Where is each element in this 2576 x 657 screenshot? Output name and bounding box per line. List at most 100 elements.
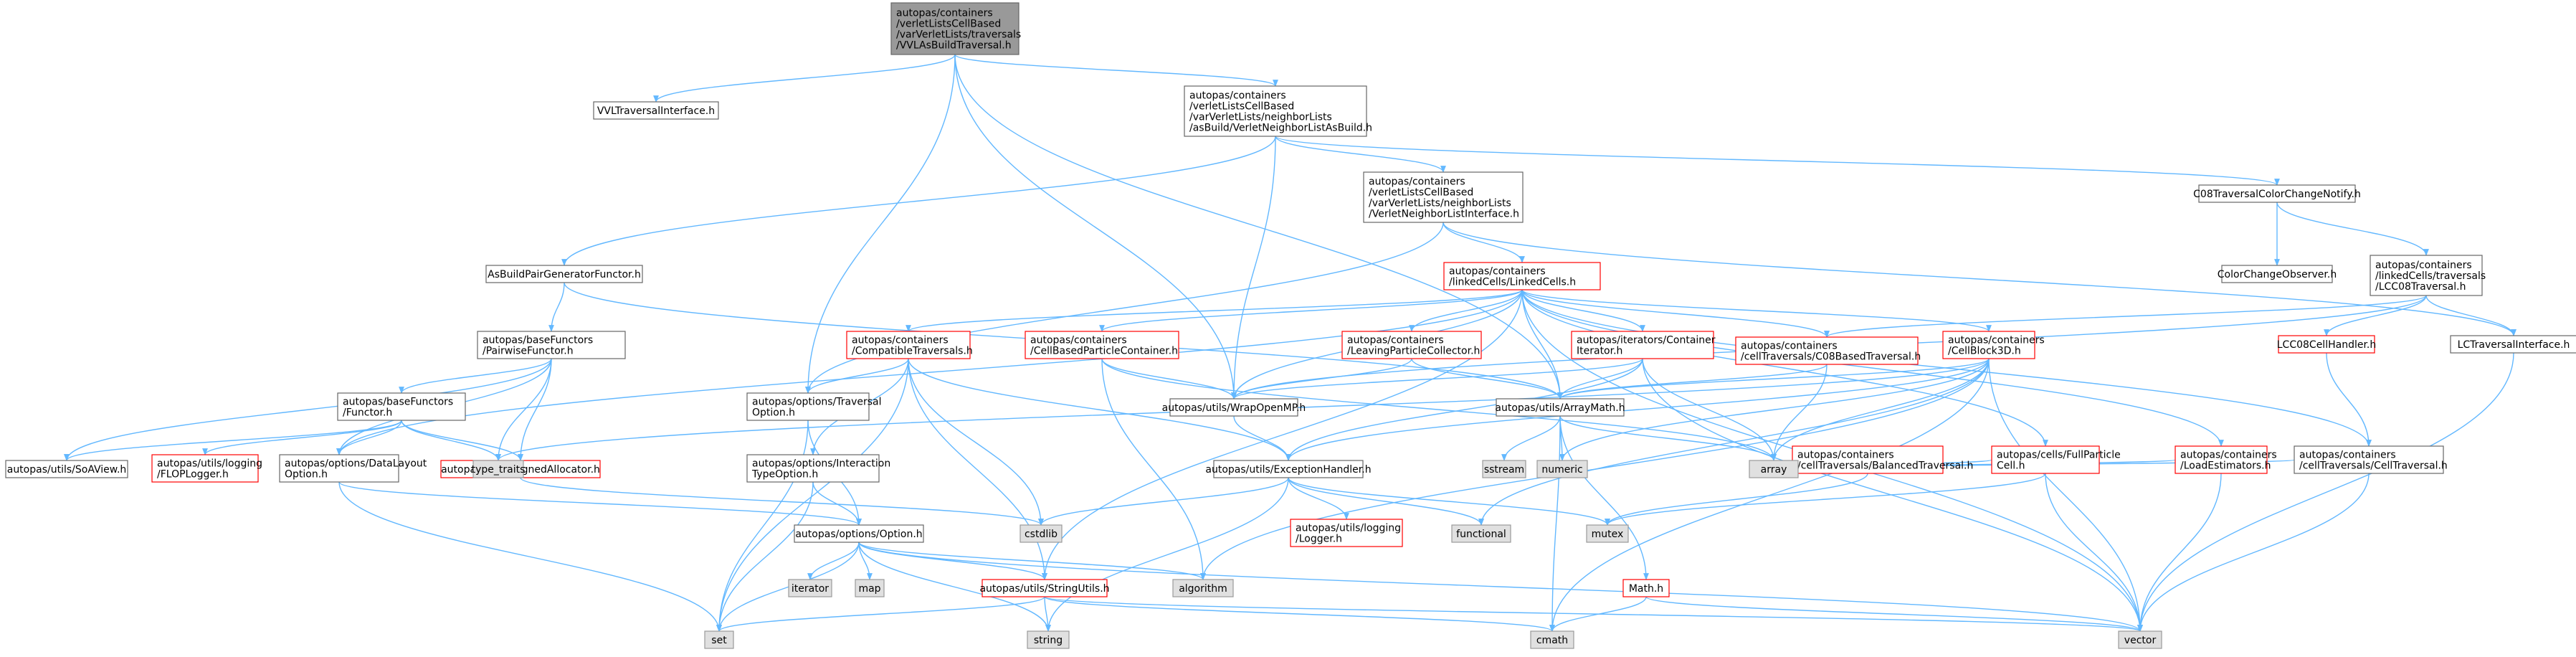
node-eh[interactable]: autopas/utils/ExceptionHandler.h bbox=[1205, 460, 1372, 478]
edge-ct-to-su bbox=[908, 358, 1047, 580]
edge-root-to-womp bbox=[954, 54, 1237, 400]
node-le-box bbox=[2175, 445, 2268, 474]
node-cbpc-box bbox=[1025, 331, 1179, 359]
node-vnli-box bbox=[1363, 171, 1524, 223]
node-lc[interactable]: autopas/containers/linkedCells/LinkedCel… bbox=[1443, 262, 1601, 290]
node-vvlti[interactable]: VVLTraversalInterface.h bbox=[593, 101, 719, 120]
node-vector[interactable]: vector bbox=[2118, 630, 2162, 649]
edge-root-to-vvlti bbox=[653, 54, 956, 103]
node-fpc-label-line: autopas/cells/FullParticle bbox=[1997, 450, 2121, 461]
node-vnli-label-line: /verletListsCellBased bbox=[1369, 187, 1473, 199]
node-su-label-line: autopas/utils/StringUtils.h bbox=[979, 583, 1109, 595]
node-soav[interactable]: autopas/utils/SoAView.h bbox=[5, 460, 128, 478]
node-ctr-label-line: autopas/containers bbox=[2299, 450, 2396, 461]
node-tro-box bbox=[746, 392, 870, 421]
node-cmath[interactable]: cmath bbox=[1530, 630, 1574, 649]
edge-lpc-to-womp bbox=[1231, 358, 1412, 400]
node-pf[interactable]: autopas/baseFunctors/PairwiseFunctor.h bbox=[477, 331, 626, 359]
node-lpc[interactable]: autopas/containers/LeavingParticleCollec… bbox=[1341, 331, 1482, 359]
node-array[interactable]: array bbox=[1749, 460, 1799, 478]
node-functional[interactable]: functional bbox=[1451, 524, 1511, 543]
node-dlo-label-line: autopas/options/DataLayout bbox=[285, 458, 427, 470]
node-opt-box bbox=[794, 524, 924, 543]
node-lpc-box bbox=[1341, 331, 1482, 359]
node-cstdlib[interactable]: cstdlib bbox=[1020, 524, 1063, 543]
node-ct[interactable]: autopas/containers/CompatibleTraversals.… bbox=[846, 331, 973, 359]
edge-lc-to-dlo bbox=[336, 289, 1523, 455]
edge-func-to-aa bbox=[401, 420, 523, 461]
node-root-label-line: autopas/containers bbox=[896, 8, 993, 19]
node-iterator[interactable]: iterator bbox=[788, 579, 832, 597]
node-cco[interactable]: ColorChangeObserver.h bbox=[2218, 265, 2337, 283]
edge-ito-to-set bbox=[716, 481, 814, 632]
node-mutex[interactable]: mutex bbox=[1586, 524, 1629, 543]
node-lc-label-line: /linkedCells/LinkedCells.h bbox=[1449, 277, 1576, 288]
edge-ct-to-set bbox=[716, 358, 909, 632]
node-su[interactable]: autopas/utils/StringUtils.h bbox=[979, 579, 1110, 597]
node-womp[interactable]: autopas/utils/WrapOpenMP.h bbox=[1162, 398, 1306, 417]
node-flog[interactable]: autopas/utils/logging/FLOPLogger.h bbox=[151, 454, 262, 483]
node-cbt[interactable]: autopas/containers/cellTraversals/Balanc… bbox=[1792, 445, 1973, 474]
node-vector-box bbox=[2118, 630, 2162, 649]
edge-cb3d-to-array bbox=[1771, 358, 1990, 461]
node-c08bt[interactable]: autopas/containers/cellTraversals/C08Bas… bbox=[1735, 336, 1921, 365]
node-root-box bbox=[890, 2, 1020, 55]
node-cbpc[interactable]: autopas/containers/CellBasedParticleCont… bbox=[1025, 331, 1179, 359]
node-vnlab-label-line: /varVerletLists/neighborLists bbox=[1189, 112, 1332, 123]
edge-lc-to-ct bbox=[906, 289, 1523, 332]
node-lc08t-label-line: /LCC08Traversal.h bbox=[2375, 281, 2466, 293]
node-func[interactable]: autopas/baseFunctors/Functor.h bbox=[337, 392, 466, 421]
node-vnli[interactable]: autopas/containers/verletListsCellBased/… bbox=[1363, 171, 1524, 223]
node-lcti[interactable]: LCTraversalInterface.h bbox=[2450, 335, 2576, 354]
node-func-label-line: /Functor.h bbox=[343, 407, 392, 419]
node-abpgf-box bbox=[485, 265, 643, 283]
edge-am-to-cmath bbox=[1549, 415, 1561, 632]
node-map[interactable]: map bbox=[855, 579, 885, 597]
edge-pf-to-func bbox=[399, 358, 552, 394]
edge-dlo-to-set bbox=[338, 481, 722, 632]
edge-lc-to-su bbox=[1042, 289, 1523, 580]
node-lc08ch[interactable]: LCC08CellHandler.h bbox=[2277, 335, 2377, 354]
edges-layer bbox=[64, 54, 2516, 632]
node-algorithm[interactable]: algorithm bbox=[1172, 579, 1234, 597]
node-c08bt-label-line: autopas/containers bbox=[1741, 341, 1838, 352]
node-string[interactable]: string bbox=[1027, 630, 1070, 649]
node-am[interactable]: autopas/utils/ArrayMath.h bbox=[1495, 398, 1625, 417]
node-c08ccn[interactable]: C08TraversalColorChangeNotify.h bbox=[2193, 184, 2361, 203]
node-set[interactable]: set bbox=[704, 630, 734, 649]
node-cb3d[interactable]: autopas/containers/CellBlock3D.h bbox=[1942, 331, 2045, 359]
node-lc08t[interactable]: autopas/containers/linkedCells/traversal… bbox=[2370, 255, 2486, 296]
node-iterator-label-line: iterator bbox=[792, 583, 829, 595]
node-pf-box bbox=[477, 331, 626, 359]
edge-cb3d-to-vector bbox=[1988, 358, 2143, 632]
edge-lc-to-fpc bbox=[1521, 289, 2048, 447]
edge-fpc-to-vector bbox=[2045, 473, 2143, 632]
node-sstream[interactable]: sstream bbox=[1482, 460, 1526, 478]
node-tt[interactable]: type_traits bbox=[472, 460, 526, 478]
node-flog-label-line: autopas/utils/logging bbox=[157, 458, 262, 470]
node-cb3d-label-line: autopas/containers bbox=[1948, 335, 2045, 346]
node-le[interactable]: autopas/containers/LoadEstimators.h bbox=[2175, 445, 2277, 474]
node-numeric-box bbox=[1536, 460, 1588, 478]
node-root[interactable]: autopas/containers/verletListsCellBased/… bbox=[890, 2, 1021, 55]
node-opt[interactable]: autopas/options/Option.h bbox=[794, 524, 924, 543]
node-abpgf[interactable]: AsBuildPairGeneratorFunctor.h bbox=[485, 265, 643, 283]
node-c08bt-label-line: /cellTraversals/C08BasedTraversal.h bbox=[1741, 351, 1921, 363]
node-root-label-line: /varVerletLists/traversals bbox=[896, 29, 1021, 41]
node-numeric[interactable]: numeric bbox=[1536, 460, 1588, 478]
node-lc08t-label-line: autopas/containers bbox=[2375, 260, 2472, 271]
node-vnlab[interactable]: autopas/containers/verletListsCellBased/… bbox=[1184, 85, 1372, 137]
edge-womp-to-eh bbox=[1233, 415, 1291, 461]
node-logger[interactable]: autopas/utils/logging/Logger.h bbox=[1290, 519, 1403, 547]
edge-cb3d-to-functional bbox=[1478, 358, 1990, 526]
edge-lc08t-to-lc08ch bbox=[2324, 295, 2427, 336]
node-vnlab-label-line: /verletListsCellBased bbox=[1189, 101, 1294, 113]
node-ctr[interactable]: autopas/containers/cellTraversals/CellTr… bbox=[2294, 445, 2448, 474]
node-math[interactable]: Math.h bbox=[1622, 579, 1670, 597]
